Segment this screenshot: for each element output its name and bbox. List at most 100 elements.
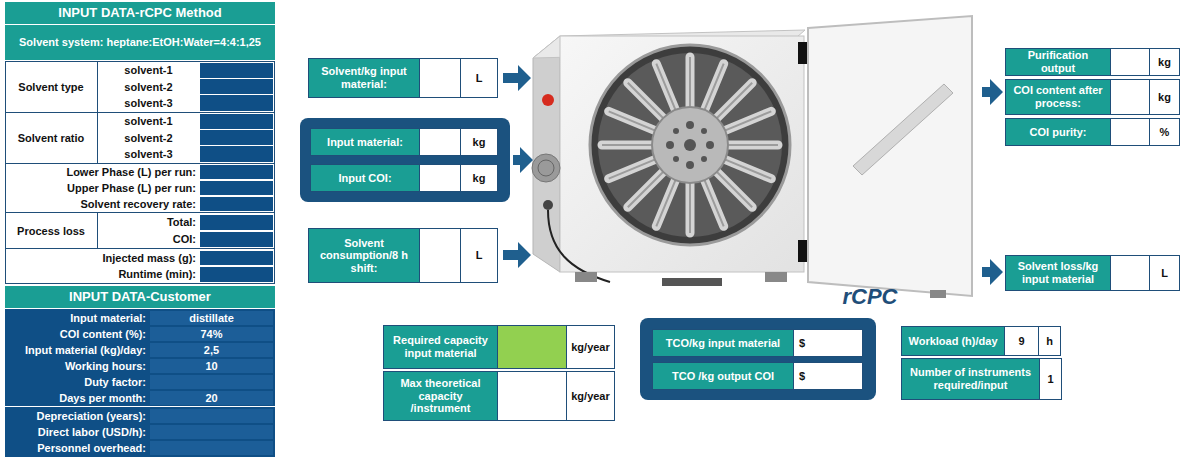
field-label: Input material: [327, 136, 403, 149]
rotor-ring [598, 53, 782, 237]
table-cell: 2,5 [150, 342, 273, 358]
unit-cell: kg/year [566, 371, 615, 421]
field-label: Purification output [1010, 49, 1106, 74]
field-label: Workload (h)/day [908, 335, 997, 348]
field-label: TCO /kg output COI [672, 370, 774, 383]
table-cell: solvent-2 [97, 130, 200, 146]
unit-cell: h [1038, 326, 1061, 356]
cable [548, 210, 610, 282]
door-window [853, 84, 953, 175]
table-cell: Runtime (min): [5, 266, 200, 283]
cell-text: Lower Phase (L) per run: [66, 166, 196, 179]
arrow [982, 259, 1003, 285]
value-cell: 9 [1004, 326, 1039, 356]
unit-cell: L [460, 228, 498, 283]
value-cell [419, 228, 461, 283]
table-cell: Solvent system: heptane:EtOH:Water=4:4:1… [5, 25, 275, 60]
cell-text: Solvent ratio [18, 132, 85, 145]
input-output-box: Workload (h)/day 9 h [901, 326, 1061, 356]
field-label: COI content after process: [1010, 84, 1106, 109]
table-cell: Personnel overhead: [5, 440, 150, 456]
cell-text: Solvent recovery rate: [80, 198, 196, 211]
housing-front [560, 36, 804, 272]
table-cell: Depreciation (years): [5, 408, 150, 424]
table-cell: Days per month: [5, 390, 150, 406]
cell-text: Days per month: [59, 392, 146, 405]
unit: L [476, 72, 483, 85]
cell-text: INPUT DATA-rCPC Method [58, 6, 221, 21]
unit: kg [473, 172, 486, 185]
table-cell: COI: [97, 231, 200, 248]
table-cell: Solvent ratio [5, 113, 97, 163]
field-label: Required capacity input material [388, 334, 493, 359]
fan-grille [532, 154, 560, 182]
label-cell: TCO/kg input material [652, 329, 794, 357]
table-cell: Direct labor (USD/h): [5, 424, 150, 440]
cell-text: Direct labor (USD/h): [38, 426, 146, 439]
input-output-box: TCO /kg output COI $ [652, 362, 863, 390]
unit: kg [473, 136, 486, 149]
value-cell [419, 58, 461, 98]
cell-text: Input material: [70, 312, 146, 325]
unit: % [1160, 126, 1170, 139]
field-label: Solvent consumption/8 h shift: [313, 237, 415, 275]
value-cell [419, 128, 461, 156]
table-cell: Input material: [5, 310, 150, 326]
label-cell: COI content after process: [1005, 79, 1111, 115]
value-cell [1110, 255, 1150, 291]
input-output-box: TCO/kg input material $ [652, 329, 863, 357]
unit-cell: % [1149, 118, 1180, 146]
unit: L [1161, 267, 1168, 280]
hinge [798, 240, 808, 262]
table-cell: distillate [150, 310, 273, 326]
table-cell: COI content (%): [5, 326, 150, 342]
foot [575, 272, 597, 282]
input-output-box: Max theoretical capacity /instrument kg/y… [383, 371, 615, 421]
column-shading [602, 57, 778, 233]
field-label: Max theoretical capacity /instrument [388, 377, 493, 415]
label-cell: Number of instruments required/input [901, 358, 1040, 400]
value-cell [419, 164, 461, 192]
value: $ [799, 337, 805, 350]
unit-cell: kg [1149, 79, 1180, 115]
cell-text: solvent-1 [124, 64, 172, 77]
value-cells [200, 63, 273, 282]
customer-value-cells [150, 311, 273, 455]
cell-text: distillate [189, 312, 234, 325]
cell-text: Input material (kg)/day: [25, 344, 146, 357]
label-cell: Purification output [1005, 48, 1111, 76]
foot [765, 272, 787, 282]
base [662, 278, 722, 286]
unit-cell: kg [1149, 48, 1180, 76]
cell-text: 2,5 [204, 344, 219, 357]
rotor-housing [590, 45, 790, 245]
value-cell: $ [793, 362, 863, 390]
cell-text: Depreciation (years): [37, 410, 146, 423]
unit: kg [1158, 91, 1171, 104]
unit: L [476, 249, 483, 262]
unit-cell: L [1149, 255, 1180, 291]
instrument-title: rCPC [825, 283, 915, 311]
foot [930, 290, 946, 298]
input-output-box: Required capacity input materialkg/year [383, 325, 615, 369]
cell-text: Duty factor: [84, 376, 146, 389]
door [808, 16, 972, 296]
grid-lines [5, 62, 275, 249]
cell-text: COI content (%): [60, 328, 146, 341]
table-cell: Solvent recovery rate: [5, 196, 200, 212]
value-cell: 1 [1039, 358, 1062, 400]
arrow [513, 147, 533, 173]
value-cell [1110, 79, 1150, 115]
table-cell: Lower Phase (L) per run: [5, 164, 200, 180]
table-cell: solvent-1 [97, 62, 200, 79]
cell-text: solvent-2 [124, 132, 172, 145]
cell-text: solvent-3 [124, 148, 172, 161]
input-output-box: COI purity:% [1005, 118, 1180, 146]
cell-text: solvent-1 [124, 115, 172, 128]
fan-grille [538, 160, 554, 176]
table-cell: solvent-3 [97, 95, 200, 112]
cell-text: 20 [205, 392, 217, 405]
header-bar [5, 286, 275, 308]
value-cell: $ [793, 329, 863, 357]
value: 9 [1018, 335, 1024, 348]
